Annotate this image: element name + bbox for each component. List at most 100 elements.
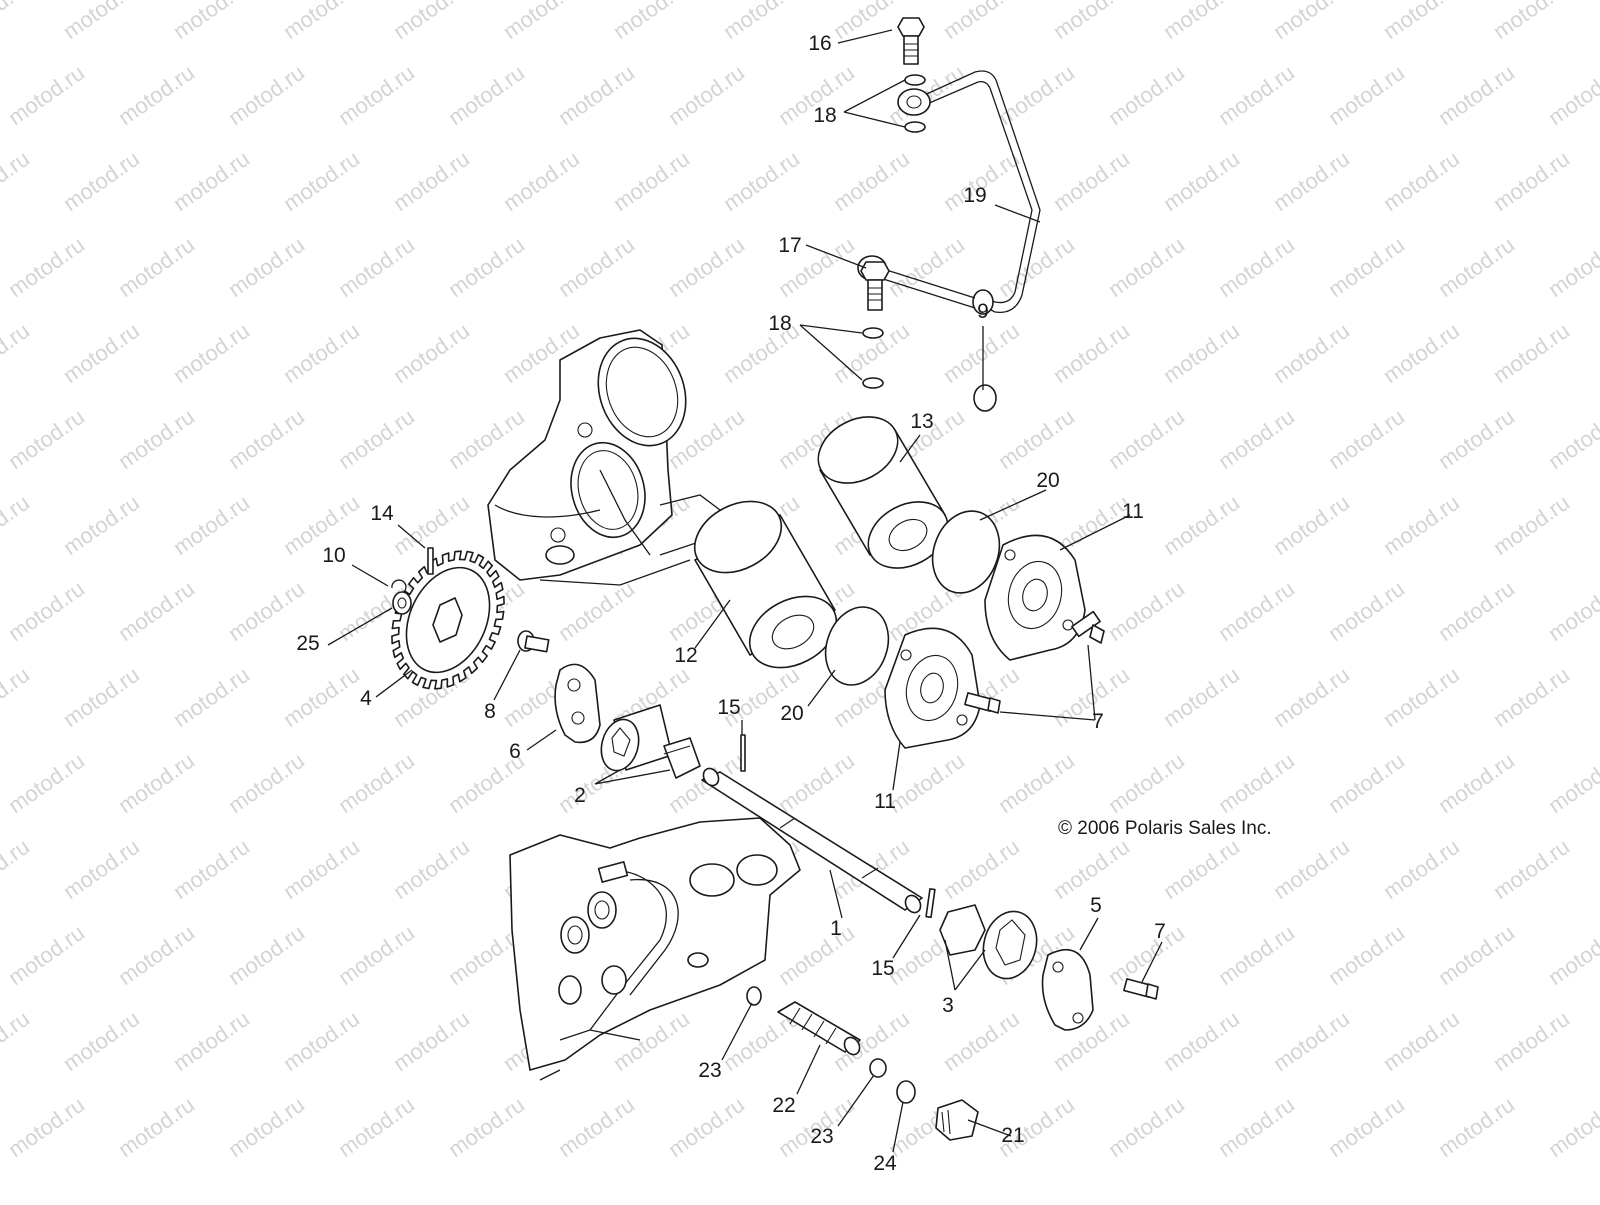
watermark-text: motod.ru bbox=[224, 748, 309, 818]
watermark-text: motod.ru bbox=[1214, 232, 1299, 302]
leader-line-banjo-bolt bbox=[837, 29, 893, 44]
watermark-text: motod.ru bbox=[59, 490, 144, 560]
watermark-text: motod.ru bbox=[224, 60, 309, 130]
watermark-text: motod.ru bbox=[1489, 146, 1574, 216]
watermark-text: motod.ru bbox=[829, 146, 914, 216]
engine-case-upper-illustration bbox=[487, 329, 721, 586]
callout-oil-line: 19 bbox=[963, 184, 986, 207]
watermark-text: motod.ru bbox=[1104, 748, 1189, 818]
banjo-bolt-17-illustration bbox=[860, 261, 890, 311]
watermark-text: motod.ru bbox=[334, 232, 419, 302]
watermark-text: motod.ru bbox=[1269, 318, 1354, 388]
watermark-text: motod.ru bbox=[1379, 490, 1464, 560]
watermark-text: motod.ru bbox=[1434, 748, 1519, 818]
watermark-text: motod.ru bbox=[1544, 60, 1600, 130]
watermark-text: motod.ru bbox=[389, 318, 474, 388]
watermark-text: motod.ru bbox=[114, 1092, 199, 1162]
watermark-text: motod.ru bbox=[994, 748, 1079, 818]
watermark-text: motod.ru bbox=[1489, 834, 1574, 904]
watermark-text: motod.ru bbox=[1324, 404, 1409, 474]
callout-pump-shaft: 1 bbox=[830, 917, 842, 940]
watermark-text: motod.ru bbox=[114, 576, 199, 646]
watermark-text: motod.ru bbox=[1379, 0, 1464, 44]
watermark-text: motod.ru bbox=[224, 232, 309, 302]
leader-line-o-ring bbox=[807, 669, 836, 707]
watermark-text: motod.ru bbox=[59, 146, 144, 216]
watermark-text: motod.ru bbox=[554, 60, 639, 130]
watermark-text: motod.ru bbox=[59, 834, 144, 904]
watermark-text: motod.ru bbox=[1159, 490, 1244, 560]
callout-o-ring: 20 bbox=[780, 702, 803, 725]
watermark-text: motod.ru bbox=[1269, 834, 1354, 904]
leader-line-pump-shaft bbox=[829, 869, 843, 919]
watermark-text: motod.ru bbox=[1379, 318, 1464, 388]
watermark-text: motod.ru bbox=[389, 0, 474, 44]
callout-pump-rotor: 3 bbox=[942, 994, 954, 1017]
watermark-text: motod.ru bbox=[554, 232, 639, 302]
watermark-text: motod.ru bbox=[1544, 920, 1600, 990]
watermark-text: motod.ru bbox=[169, 146, 254, 216]
watermark-text: motod.ru bbox=[664, 232, 749, 302]
watermark-text: motod.ru bbox=[4, 404, 89, 474]
watermark-text: motod.ru bbox=[334, 404, 419, 474]
watermark-text: motod.ru bbox=[389, 834, 474, 904]
leader-line-pin bbox=[892, 914, 921, 959]
leader-line-drive-sprocket bbox=[375, 669, 413, 698]
watermark-text: motod.ru bbox=[609, 146, 694, 216]
watermark-text: motod.ru bbox=[1214, 748, 1299, 818]
watermark-text: motod.ru bbox=[1324, 232, 1409, 302]
watermark-text: motod.ru bbox=[1324, 576, 1409, 646]
watermark-text: motod.ru bbox=[59, 318, 144, 388]
callout-circlip: 10 bbox=[322, 544, 345, 567]
pump-plate-6-illustration bbox=[554, 663, 601, 744]
callout-pin: 15 bbox=[717, 696, 740, 719]
leader-line-o-ring bbox=[892, 1101, 904, 1153]
watermark-text: motod.ru bbox=[719, 0, 804, 44]
watermark-text: motod.ru bbox=[169, 490, 254, 560]
watermark-text: motod.ru bbox=[0, 0, 34, 44]
o-ring-20-illustration bbox=[824, 510, 1001, 686]
watermark-text: motod.ru bbox=[0, 490, 34, 560]
watermark-text: motod.ru bbox=[114, 920, 199, 990]
leader-line-pump-plate bbox=[526, 729, 557, 751]
watermark-text: motod.ru bbox=[1544, 1092, 1600, 1162]
watermark-text: motod.ru bbox=[169, 0, 254, 44]
watermark-text: motod.ru bbox=[0, 834, 34, 904]
leader-line-pump-rotor bbox=[594, 769, 671, 785]
watermark-text: motod.ru bbox=[444, 1092, 529, 1162]
watermark-text: motod.ru bbox=[1104, 60, 1189, 130]
watermark-text: motod.ru bbox=[1324, 920, 1409, 990]
pump-shaft-1-illustration bbox=[701, 767, 923, 914]
watermark-text: motod.ru bbox=[334, 1092, 419, 1162]
leader-line-bolt bbox=[1141, 941, 1163, 983]
pins-15-illustration bbox=[740, 734, 936, 919]
leader-line-bolt bbox=[999, 711, 1096, 721]
callout-o-ring: 23 bbox=[810, 1125, 833, 1148]
leader-line-pump-rotor bbox=[944, 939, 956, 991]
callout-oil-filter: 12 bbox=[674, 644, 697, 667]
watermark-text: motod.ru bbox=[1324, 748, 1409, 818]
watermark-text: motod.ru bbox=[1159, 834, 1244, 904]
watermark-text: motod.ru bbox=[1434, 404, 1519, 474]
watermark-text: motod.ru bbox=[4, 920, 89, 990]
leader-line-banjo-bolt bbox=[805, 244, 867, 269]
oil-filter-12-illustration bbox=[693, 500, 838, 669]
watermark-text: motod.ru bbox=[1544, 232, 1600, 302]
callout-o-ring: 20 bbox=[1036, 469, 1059, 492]
filter-cover-11-upper-illustration bbox=[984, 534, 1086, 661]
watermark-text: motod.ru bbox=[444, 232, 529, 302]
watermark-text: motod.ru bbox=[389, 1006, 474, 1076]
watermark-text: motod.ru bbox=[1214, 576, 1299, 646]
watermark-text: motod.ru bbox=[1049, 146, 1134, 216]
leader-line-pump-rotor bbox=[594, 769, 621, 785]
watermark-text: motod.ru bbox=[224, 920, 309, 990]
leader-line-pump-cover bbox=[1079, 917, 1099, 951]
leader-line-oil-filter bbox=[694, 599, 731, 649]
watermark-text: motod.ru bbox=[1269, 490, 1354, 560]
watermark-text: motod.ru bbox=[4, 576, 89, 646]
filter-cover-11-lower-illustration bbox=[884, 627, 981, 749]
watermark-text: motod.ru bbox=[1269, 1006, 1354, 1076]
